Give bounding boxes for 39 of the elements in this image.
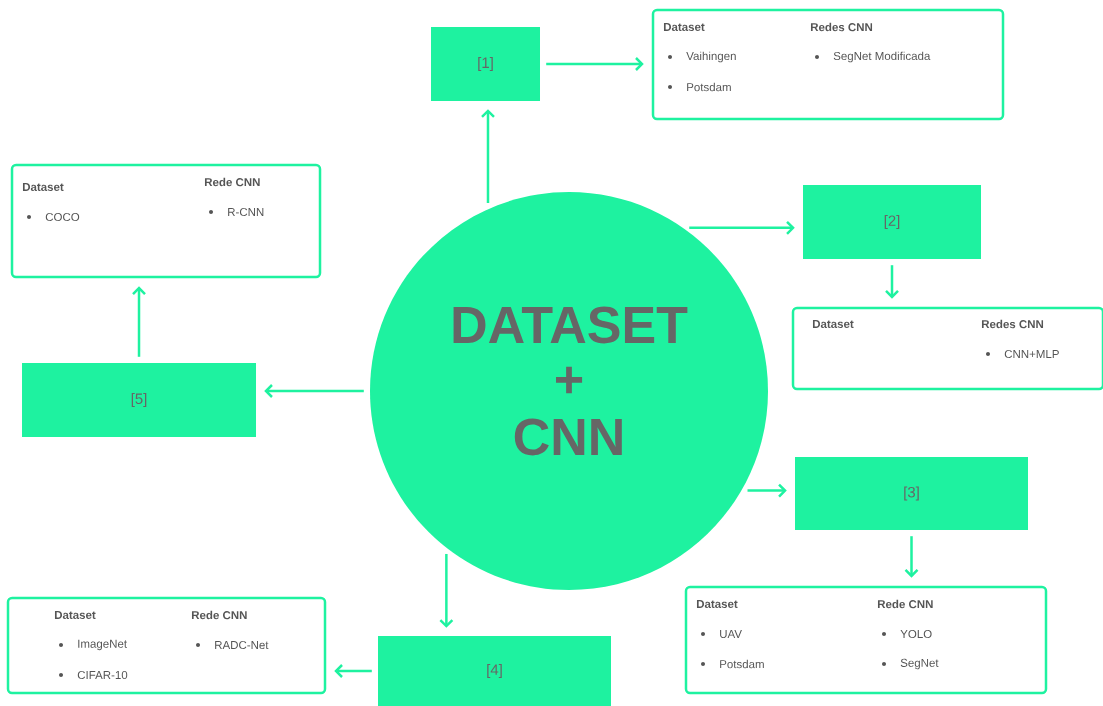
reference-box: [5] [22,363,256,437]
arrow [334,664,372,678]
list-item: ImageNet [59,639,127,651]
list-item: R-CNN [209,207,264,217]
arrow [546,57,644,71]
column-heading: Dataset [23,183,64,191]
arrow [747,483,787,498]
list-item: CNN+MLP [986,349,1059,359]
column-heading: Rede CNN [205,177,260,187]
reference-box: [1] [431,27,540,101]
list-item: YOLO [882,629,932,639]
list-item: Vaihingen [668,51,736,63]
list-item: Potsdam [701,659,764,669]
arrow [481,109,495,203]
list-item: UAV [701,630,742,638]
list-item: SegNet [882,658,939,670]
arrow [132,286,146,357]
list-item: COCO [27,212,80,222]
arrow [689,220,795,235]
reference-box: [2] [803,185,981,259]
column-heading: Redes CNN [981,319,1044,329]
list-item: SegNet Modificada [815,51,931,63]
list-item: Potsdam [668,82,731,92]
column-heading: Rede CNN [192,610,247,620]
reference-box: [3] [795,457,1028,530]
arrow [264,384,364,398]
column-heading: Dataset [55,611,96,619]
column-heading: Dataset [696,600,738,608]
list-item: RADC-Net [196,640,269,650]
arrow [885,265,899,299]
list-item: CIFAR-10 [59,670,128,680]
reference-box: [4] [378,636,611,706]
circle-hub: DATASET + CNN [370,192,768,590]
column-heading: Dataset [663,23,705,31]
arrow [439,553,454,628]
column-heading: Dataset [812,320,854,328]
column-heading: Redes CNN [810,22,873,32]
arrow [904,536,919,578]
column-heading: Rede CNN [877,599,933,609]
